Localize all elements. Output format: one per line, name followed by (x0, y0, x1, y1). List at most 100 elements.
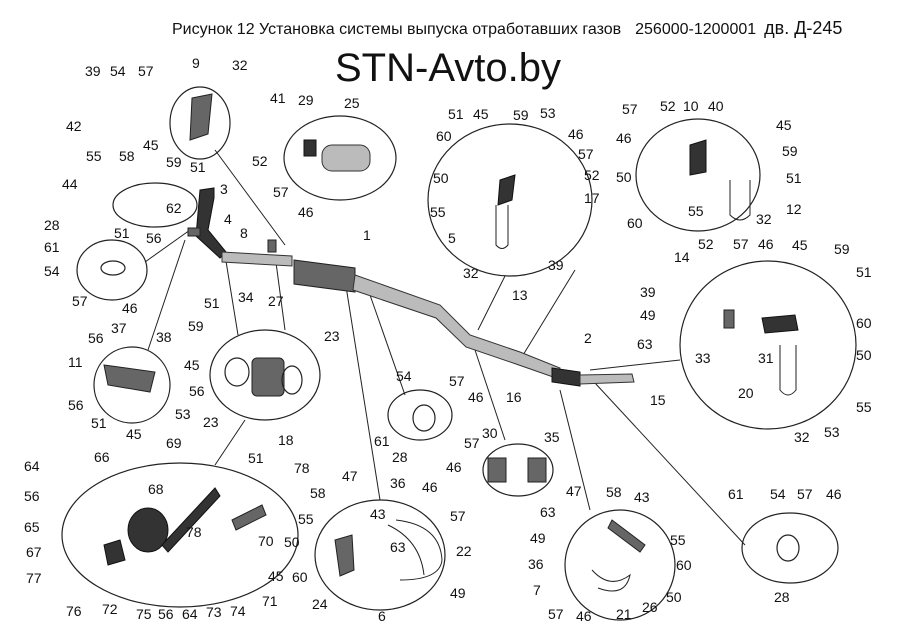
callout-label-45: 45 (268, 568, 284, 584)
callout-label-55: 55 (670, 532, 686, 548)
callout-label-46: 46 (446, 459, 462, 475)
callout-label-40: 40 (708, 98, 724, 114)
callout-label-54: 54 (770, 486, 786, 502)
callout-label-6: 6 (378, 608, 386, 624)
callout-label-60: 60 (436, 128, 452, 144)
callout-label-45: 45 (143, 137, 159, 153)
callout-label-47: 47 (566, 483, 582, 499)
callout-label-51: 51 (190, 159, 206, 175)
callout-label-62: 62 (166, 200, 182, 216)
callout-label-45: 45 (184, 357, 200, 373)
callout-label-77: 77 (26, 570, 42, 586)
detail-oval-tail-bracket (679, 260, 857, 430)
callout-label-53: 53 (824, 424, 840, 440)
brake-rod-part (161, 487, 221, 553)
callout-label-56: 56 (158, 606, 174, 622)
clamp-ring-right (281, 365, 303, 395)
callout-label-43: 43 (634, 489, 650, 505)
callout-label-49: 49 (530, 530, 546, 546)
callout-label-54: 54 (44, 263, 60, 279)
band-bracket-part (607, 519, 646, 553)
coupling-half-right (527, 457, 547, 483)
tail-bracket-part (761, 314, 799, 334)
tail-spacer-part (723, 309, 735, 329)
callout-label-58: 58 (119, 148, 135, 164)
callout-label-50: 50 (856, 347, 872, 363)
callout-label-51: 51 (91, 415, 107, 431)
connector-lines (144, 149, 746, 546)
callout-label-74: 74 (230, 603, 246, 619)
callout-label-57: 57 (548, 606, 564, 622)
callout-label-30: 30 (482, 425, 498, 441)
callout-label-46: 46 (468, 389, 484, 405)
detail-oval-flange (169, 86, 231, 160)
callout-label-39: 39 (548, 257, 564, 273)
mount-bracket-front (267, 239, 277, 253)
detail-oval-sleeve (283, 115, 397, 201)
callout-label-29: 29 (298, 92, 314, 108)
callout-label-14: 14 (674, 249, 690, 265)
detail-oval-ring (76, 239, 148, 301)
callout-label-56: 56 (189, 383, 205, 399)
callout-label-11: 11 (68, 354, 83, 370)
callout-label-1: 1 (363, 227, 371, 243)
callout-label-46: 46 (298, 204, 314, 220)
callout-label-57: 57 (72, 293, 88, 309)
strap-band-inner (387, 524, 425, 576)
callout-label-59: 59 (166, 154, 182, 170)
callout-label-28: 28 (44, 217, 60, 233)
callout-label-50: 50 (616, 169, 632, 185)
callout-label-61: 61 (728, 486, 744, 502)
callout-label-56: 56 (88, 330, 104, 346)
callout-label-51: 51 (448, 106, 464, 122)
callout-label-59: 59 (834, 241, 850, 257)
callout-label-32: 32 (794, 429, 810, 445)
callout-label-56: 56 (68, 397, 84, 413)
clamp-ring-left (224, 357, 250, 387)
callout-label-55: 55 (298, 511, 314, 527)
callout-label-31: 31 (758, 350, 774, 366)
callout-label-57: 57 (733, 236, 749, 252)
callout-label-8: 8 (240, 225, 248, 241)
clamp-body-center (251, 357, 285, 397)
callout-label-75: 75 (136, 606, 152, 622)
callout-label-36: 36 (390, 475, 406, 491)
callout-label-39: 39 (640, 284, 656, 300)
exhaust-pipe-middle (352, 274, 561, 379)
callout-label-55: 55 (856, 399, 872, 415)
callout-label-18: 18 (278, 432, 294, 448)
callout-label-78: 78 (294, 460, 310, 476)
clamp-ring-small (412, 404, 436, 432)
callout-label-57: 57 (450, 508, 466, 524)
strap-band-outer (395, 519, 443, 581)
bracket-center-part (497, 174, 516, 206)
callout-label-22: 22 (456, 543, 472, 559)
callout-label-32: 32 (463, 265, 479, 281)
callout-label-58: 58 (606, 484, 622, 500)
callout-label-46: 46 (826, 486, 842, 502)
main-exhaust-assembly (187, 187, 635, 387)
callout-label-46: 46 (758, 236, 774, 252)
callout-label-71: 71 (262, 593, 278, 609)
detail-oval-band (564, 509, 676, 621)
callout-label-27: 27 (268, 293, 284, 309)
callout-label-51: 51 (114, 225, 130, 241)
callout-label-57: 57 (273, 184, 289, 200)
callout-label-20: 20 (738, 385, 754, 401)
detail-parts (100, 93, 800, 592)
band-clamp-part (591, 569, 631, 592)
strap-bracket-part (334, 534, 355, 577)
callout-label-23: 23 (324, 328, 340, 344)
callout-label-60: 60 (292, 569, 308, 585)
callout-label-54: 54 (396, 368, 412, 384)
callout-label-15: 15 (650, 392, 666, 408)
callout-label-63: 63 (390, 539, 406, 555)
callout-label-13: 13 (512, 287, 528, 303)
u-bolt-center (495, 205, 509, 249)
watermark-text: STN-Avto.by (335, 46, 561, 90)
callout-label-57: 57 (449, 373, 465, 389)
callout-label-33: 33 (695, 350, 711, 366)
clamp-ring-tail (776, 534, 800, 562)
